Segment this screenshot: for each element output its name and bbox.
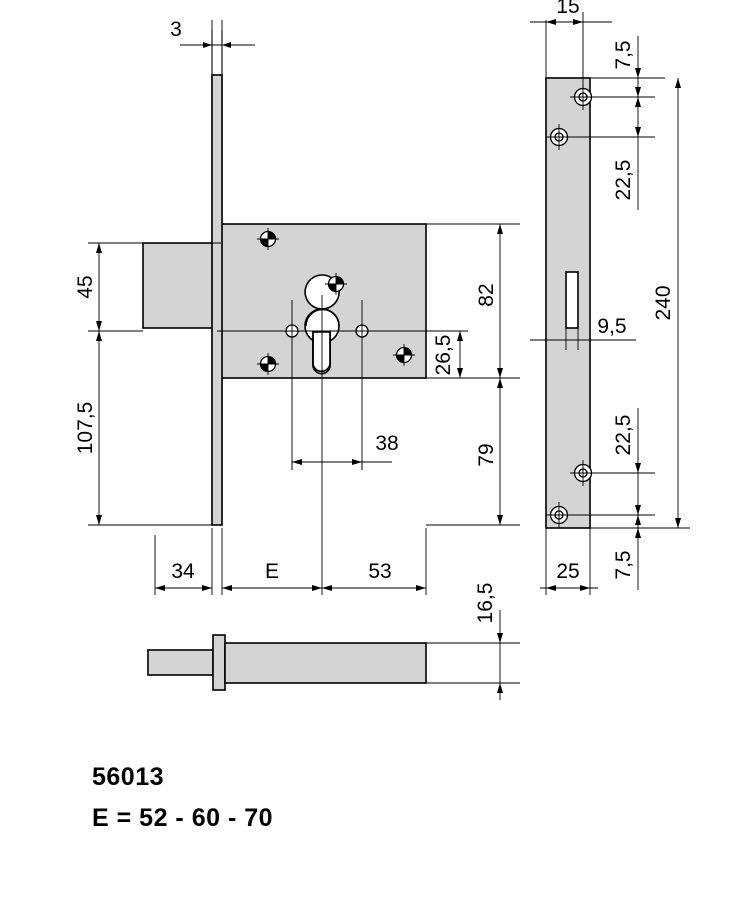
dim-label-240: 240 [652, 285, 675, 320]
dim-label-7-5-top: 7,5 [612, 40, 635, 69]
dim-faceplate-length: 240 [590, 78, 690, 529]
plan-faceplate [212, 634, 226, 691]
dim-keyhole-span: 38 [291, 432, 399, 470]
rivet-bottom-right [393, 344, 415, 366]
dim-latch-height: 45 [74, 242, 221, 332]
dim-label-26-5: 26,5 [432, 335, 455, 376]
latch-bolt [142, 242, 222, 329]
dim-label-3: 3 [170, 18, 182, 41]
dim-label-E: E [265, 560, 279, 583]
rivet-centre-top [325, 273, 347, 295]
caption-block: 56013 E = 52 - 60 - 70 [92, 765, 492, 831]
dim-label-34: 34 [171, 560, 195, 583]
plan-body [224, 642, 427, 684]
rivet-bottom-left [257, 353, 279, 375]
dim-lower-body-height: 79 [426, 378, 520, 526]
dim-hole-spacing-bottom: 22,5 [559, 408, 655, 516]
variants-label: E = 52 - 60 - 70 [92, 804, 274, 832]
front-view: 3 45 107,5 [74, 18, 520, 595]
dim-label-45: 45 [74, 275, 97, 298]
dim-label-22-5-top: 22,5 [612, 160, 635, 201]
dim-bolt-slot-width: 9,5 [530, 315, 636, 350]
dim-upper-body-height: 82 [475, 224, 503, 378]
dim-label-25: 25 [556, 560, 579, 583]
dim-label-38: 38 [375, 432, 398, 455]
part-number: 56013 [92, 763, 165, 791]
dim-faceplate-width: 25 [540, 528, 598, 595]
dim-label-53: 53 [368, 560, 391, 583]
dim-bottom-edge-to-hole: 7,5 [612, 515, 641, 590]
dim-label-16-5: 16,5 [474, 583, 497, 624]
plan-bolt [147, 649, 214, 676]
dim-cylinder-offset: 26,5 [426, 330, 468, 379]
bolt-slot [565, 271, 579, 329]
dim-overall-height-left: 107,5 [74, 331, 221, 526]
dim-label-9-5: 9,5 [597, 315, 626, 338]
dim-label-15: 15 [556, 0, 579, 18]
dim-faceplate-width-top: 15 [530, 0, 612, 90]
rivet-top-left [257, 228, 279, 250]
dim-faceplate-thickness: 3 [170, 18, 255, 50]
faceplate [211, 74, 223, 526]
dim-bottom-chain: 34 E 53 [154, 528, 427, 595]
dim-label-22-5-bottom: 22,5 [612, 415, 635, 456]
dim-label-82: 82 [475, 283, 498, 306]
dim-label-79: 79 [475, 443, 498, 466]
plan-view: 16,5 [147, 583, 520, 700]
body-rivets [257, 228, 415, 375]
side-view: 15 7,5 22,5 [530, 0, 690, 595]
dim-hole-spacing-top: 22,5 [559, 97, 655, 210]
dim-label-7-5-bottom: 7,5 [612, 550, 635, 579]
dim-body-thickness: 16,5 [474, 583, 503, 700]
dim-top-edge-to-hole: 7,5 [583, 36, 665, 98]
dim-label-107-5: 107,5 [74, 402, 97, 455]
